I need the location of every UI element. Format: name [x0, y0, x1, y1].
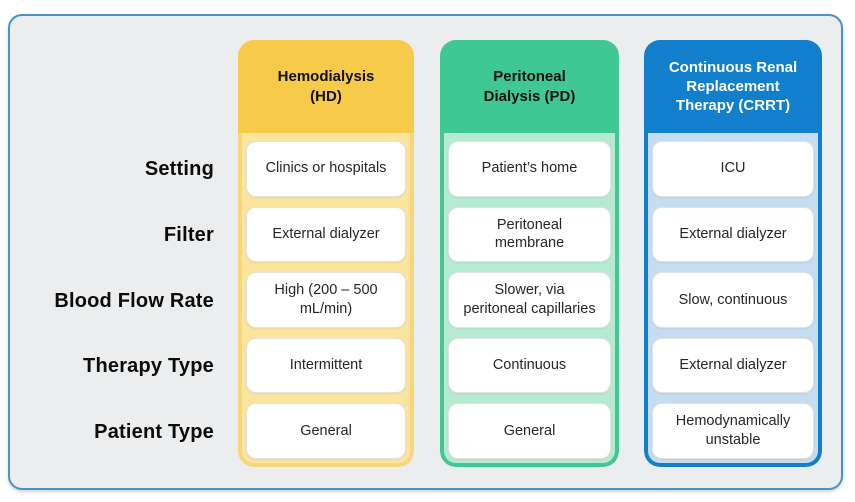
cell-crrt-filter: External dialyzer [652, 206, 814, 263]
row-label-blood-flow-rate: Blood Flow Rate [54, 290, 214, 312]
cell-hd-therapy-type: Intermittent [246, 337, 406, 394]
column-header-peritoneal-dialysis: Peritoneal Dialysis (PD) [440, 40, 619, 133]
row-label-filter: Filter [163, 224, 214, 246]
column-peritoneal-dialysis: Peritoneal Dialysis (PD) Patient’s home … [440, 40, 619, 467]
cell-hd-setting: Clinics or hospitals [246, 141, 406, 197]
cell-pd-patient-type: General [448, 403, 611, 459]
column-hemodialysis: Hemodialysis (HD) Clinics or hospitals E… [238, 40, 414, 467]
cell-pd-setting: Patient’s home [448, 141, 611, 197]
row-label-setting: Setting [144, 158, 214, 180]
column-header-crrt: Continuous Renal Replacement Therapy (CR… [644, 40, 822, 133]
column-body-hemodialysis: Clinics or hospitals External dialyzer H… [238, 133, 414, 467]
cell-crrt-therapy-type: External dialyzer [652, 337, 814, 394]
comparison-panel: Setting Filter Blood Flow Rate Therapy T… [8, 14, 843, 490]
row-label-therapy-type: Therapy Type [83, 355, 214, 377]
cell-hd-filter: External dialyzer [246, 206, 406, 263]
cell-crrt-setting: ICU [652, 141, 814, 197]
cell-hd-patient-type: General [246, 403, 406, 459]
cell-pd-therapy-type: Continuous [448, 337, 611, 394]
cell-pd-filter: Peritoneal membrane [448, 206, 611, 263]
column-header-hemodialysis: Hemodialysis (HD) [238, 40, 414, 133]
cell-crrt-blood-flow-rate: Slow, continuous [652, 272, 814, 328]
column-body-peritoneal-dialysis: Patient’s home Peritoneal membrane Slowe… [440, 133, 619, 467]
cell-pd-blood-flow-rate: Slower, via peritoneal capillaries [448, 272, 611, 328]
cell-crrt-patient-type: Hemodynamically unstable [652, 403, 814, 459]
cell-hd-blood-flow-rate: High (200 – 500 mL/min) [246, 272, 406, 328]
column-crrt: Continuous Renal Replacement Therapy (CR… [644, 40, 822, 467]
row-label-patient-type: Patient Type [94, 421, 214, 443]
column-body-crrt: ICU External dialyzer Slow, continuous E… [644, 133, 822, 467]
